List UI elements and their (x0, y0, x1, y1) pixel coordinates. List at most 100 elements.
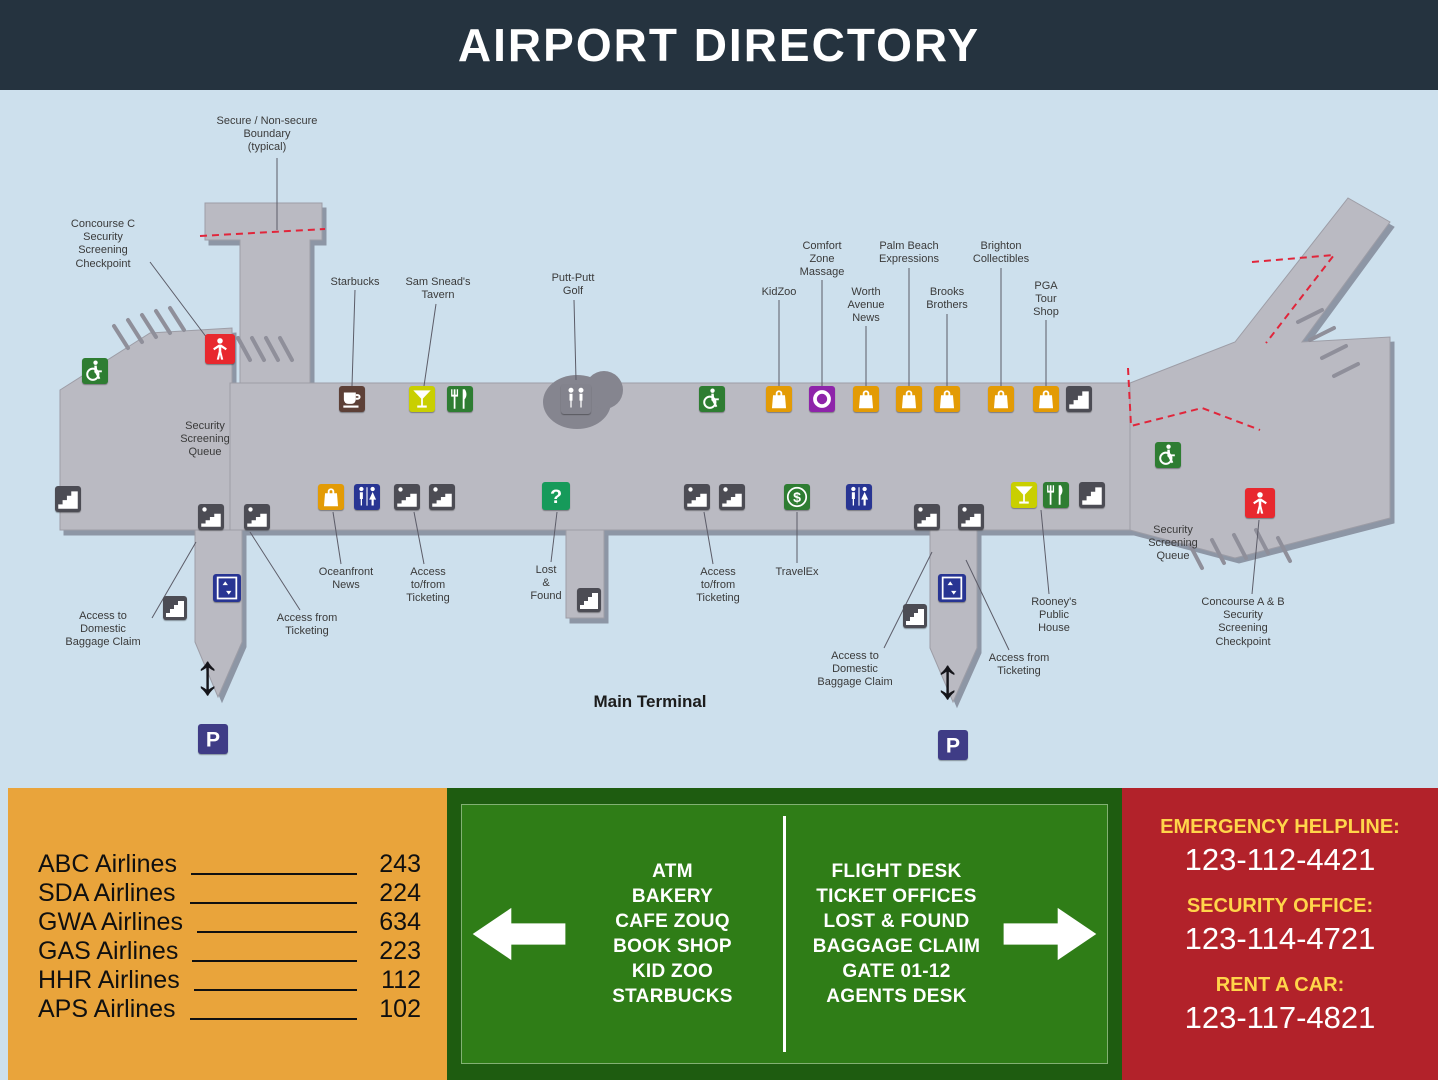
terminal-shape (59, 197, 1391, 704)
airline-underline (192, 960, 357, 962)
accessible-icon (82, 358, 108, 384)
contact-label: SECURITY OFFICE: (1186, 895, 1374, 917)
escalator-icon (244, 504, 270, 530)
martini-icon (409, 386, 435, 412)
secure-boundary-line (199, 228, 1337, 431)
coffee-icon (339, 386, 365, 412)
shop-icon (1033, 386, 1059, 412)
map-label: Rooney's Public House (1031, 596, 1077, 635)
contact-label: RENT A CAR: (1215, 974, 1345, 996)
escalator-icon (429, 484, 455, 510)
map-annotations: Secure / Non-secure Boundary (typical) Co… (0, 90, 1438, 788)
terminal-map: Secure / Non-secure Boundary (typical) Co… (0, 90, 1438, 788)
airline-number: 223 (379, 937, 421, 965)
map-label: Brooks Brothers (926, 286, 968, 312)
question-icon (542, 482, 570, 510)
security-icon (205, 334, 235, 364)
airline-underline (193, 989, 357, 991)
airline-number: 112 (381, 966, 421, 994)
contact-number: 123-112-4421 (1184, 842, 1376, 877)
shop-icon (318, 484, 344, 510)
stairs-icon (903, 604, 927, 628)
airline-row: HHR Airlines 112 (38, 966, 421, 995)
direction-item: STARBUCKS (612, 985, 733, 1007)
parking-icon (938, 730, 968, 760)
elevator-icon (938, 574, 966, 602)
map-label: Lost & Found (530, 564, 562, 603)
terminal-label: Main Terminal (593, 692, 707, 711)
updown-arrow-icon: ↕ (193, 642, 222, 707)
escalator-icon (684, 484, 710, 510)
restroom-icon (846, 484, 872, 510)
escalator-icon (719, 484, 745, 510)
shop-icon (934, 386, 960, 412)
directions-divider (783, 816, 786, 1052)
map-label: TravelEx (775, 566, 819, 578)
contact-label: EMERGENCY HELPLINE: (1160, 816, 1400, 838)
stairs-icon (577, 588, 601, 612)
martini-icon (1011, 482, 1037, 508)
jet-bridges (112, 306, 1360, 570)
map-label: Access to Domestic Baggage Claim (817, 650, 893, 689)
accessible-icon (699, 386, 725, 412)
map-label: Worth Avenue News (847, 286, 885, 325)
airline-name: ABC Airlines (38, 850, 177, 878)
airline-row: APS Airlines 102 (38, 995, 421, 1024)
map-label: Secure / Non-secure Boundary (typical) (216, 115, 318, 154)
stairs-icon (163, 596, 187, 620)
parking-icon (198, 724, 228, 754)
map-label: PGA Tour Shop (1033, 280, 1059, 319)
security-icon (1245, 488, 1275, 518)
airline-number: 634 (379, 908, 421, 936)
map-label: Security Screening Queue (180, 420, 230, 459)
contact-number: 123-117-4821 (1184, 1000, 1376, 1035)
escalator-icon (914, 504, 940, 530)
shop-icon (853, 386, 879, 412)
map-label: Brighton Collectibles (972, 240, 1030, 266)
massage-icon (809, 386, 835, 412)
airline-number: 243 (379, 850, 421, 878)
stairs-icon (1079, 482, 1105, 508)
direction-item: TICKET OFFICES (816, 885, 977, 907)
elevator-icon (213, 574, 241, 602)
golf-icon (561, 384, 591, 414)
airline-row: GWA Airlines 634 (38, 908, 421, 937)
stairs-icon (55, 486, 81, 512)
airline-row: ABC Airlines 243 (38, 850, 421, 879)
direction-item: KID ZOO (631, 960, 714, 982)
direction-item: BAKERY (631, 885, 714, 907)
airline-name: APS Airlines (38, 995, 176, 1023)
page-title: AIRPORT DIRECTORY (457, 19, 981, 71)
stairs-icon (1066, 386, 1092, 412)
left-arrow-icon (472, 907, 566, 961)
map-label: Access to Domestic Baggage Claim (65, 610, 141, 649)
airline-name: GWA Airlines (38, 908, 183, 936)
escalator-icon (394, 484, 420, 510)
leader-lines (149, 158, 1260, 651)
direction-item: LOST & FOUND (823, 910, 970, 932)
escalator-icon (958, 504, 984, 530)
direction-item: BAGGAGE CLAIM (812, 935, 981, 957)
restroom-icon (354, 484, 380, 510)
airline-underline (196, 931, 357, 933)
map-label: Concourse A & B Security Screening Check… (1201, 596, 1285, 648)
map-label: Oceanfront News (318, 566, 374, 592)
airline-name: GAS Airlines (38, 937, 179, 965)
airline-name: HHR Airlines (38, 966, 180, 994)
direction-item: BOOK SHOP (613, 935, 732, 957)
map-label: Putt-Putt Golf (551, 272, 595, 298)
airline-number: 102 (379, 995, 421, 1023)
airline-underline (190, 873, 357, 875)
map-label: Starbucks (330, 276, 380, 288)
shop-icon (896, 386, 922, 412)
map-label: Access from Ticketing (988, 652, 1050, 678)
escalator-icon (198, 504, 224, 530)
shop-icon (766, 386, 792, 412)
